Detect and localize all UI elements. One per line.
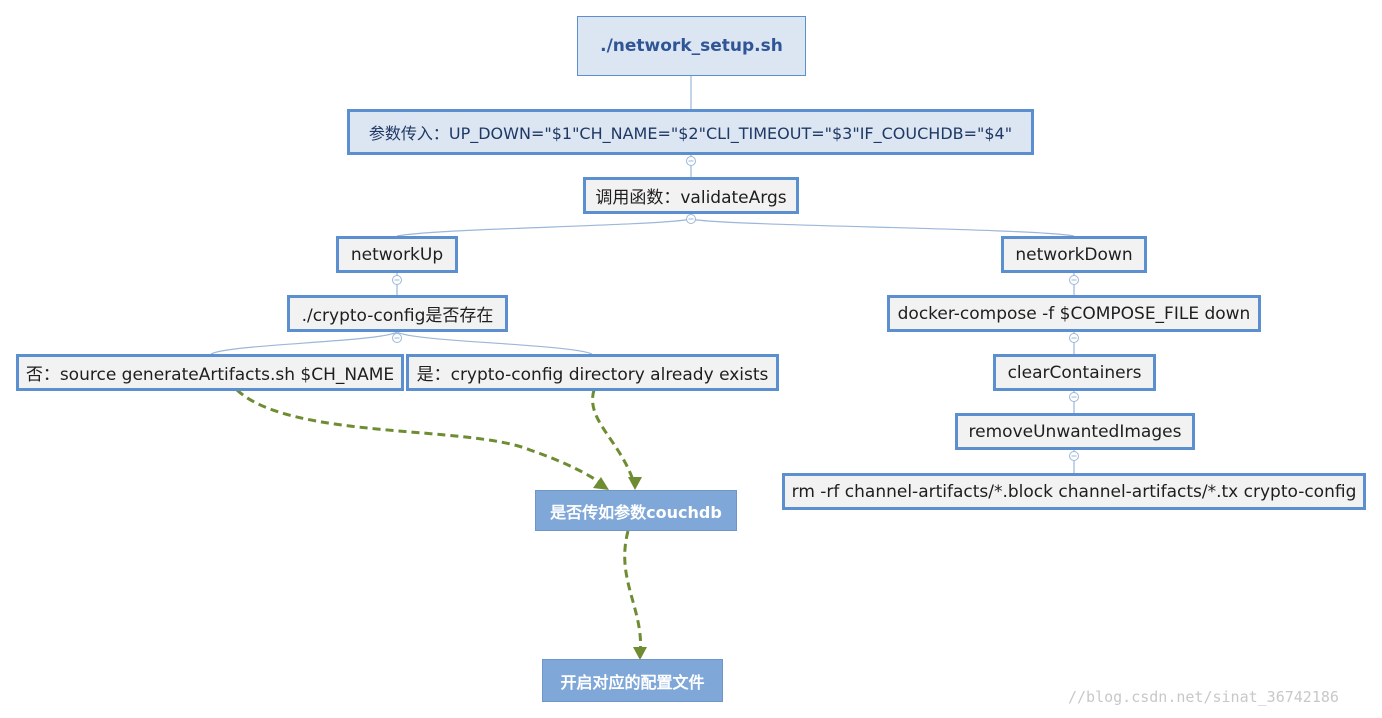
no-branch-node: 否：source generateArtifacts.sh $CH_NAME [16, 354, 404, 391]
network-up-node: networkUp [336, 236, 458, 273]
yes-branch-node: 是：crypto-config directory already exists [406, 354, 779, 391]
root-node: ./network_setup.sh [577, 16, 806, 76]
open-config-node: 开启对应的配置文件 [542, 659, 723, 702]
dashed-arrow-no [235, 388, 603, 486]
rm-artifacts-node: rm -rf channel-artifacts/*.block channel… [782, 473, 1366, 510]
remove-images-node: removeUnwantedImages [955, 413, 1195, 450]
watermark-text: //blog.csdn.net/sinat_36742186 [1068, 688, 1339, 706]
compose-down-node: docker-compose -f $COMPOSE_FILE down [887, 295, 1261, 332]
crypto-config-check-node: ./crypto-config是否存在 [287, 295, 508, 332]
validate-args-node: 调用函数：validateArgs [583, 177, 799, 214]
clear-containers-node: clearContainers [993, 354, 1156, 391]
couchdb-decision-node: 是否传如参数couchdb [535, 490, 737, 531]
network-down-node: networkDown [1001, 236, 1147, 273]
dashed-arrow-couchdb [623, 530, 643, 656]
params-node: 参数传入：UP_DOWN="$1"CH_NAME="$2"CLI_TIMEOUT… [347, 109, 1034, 155]
dashed-arrow-yes [591, 389, 636, 484]
